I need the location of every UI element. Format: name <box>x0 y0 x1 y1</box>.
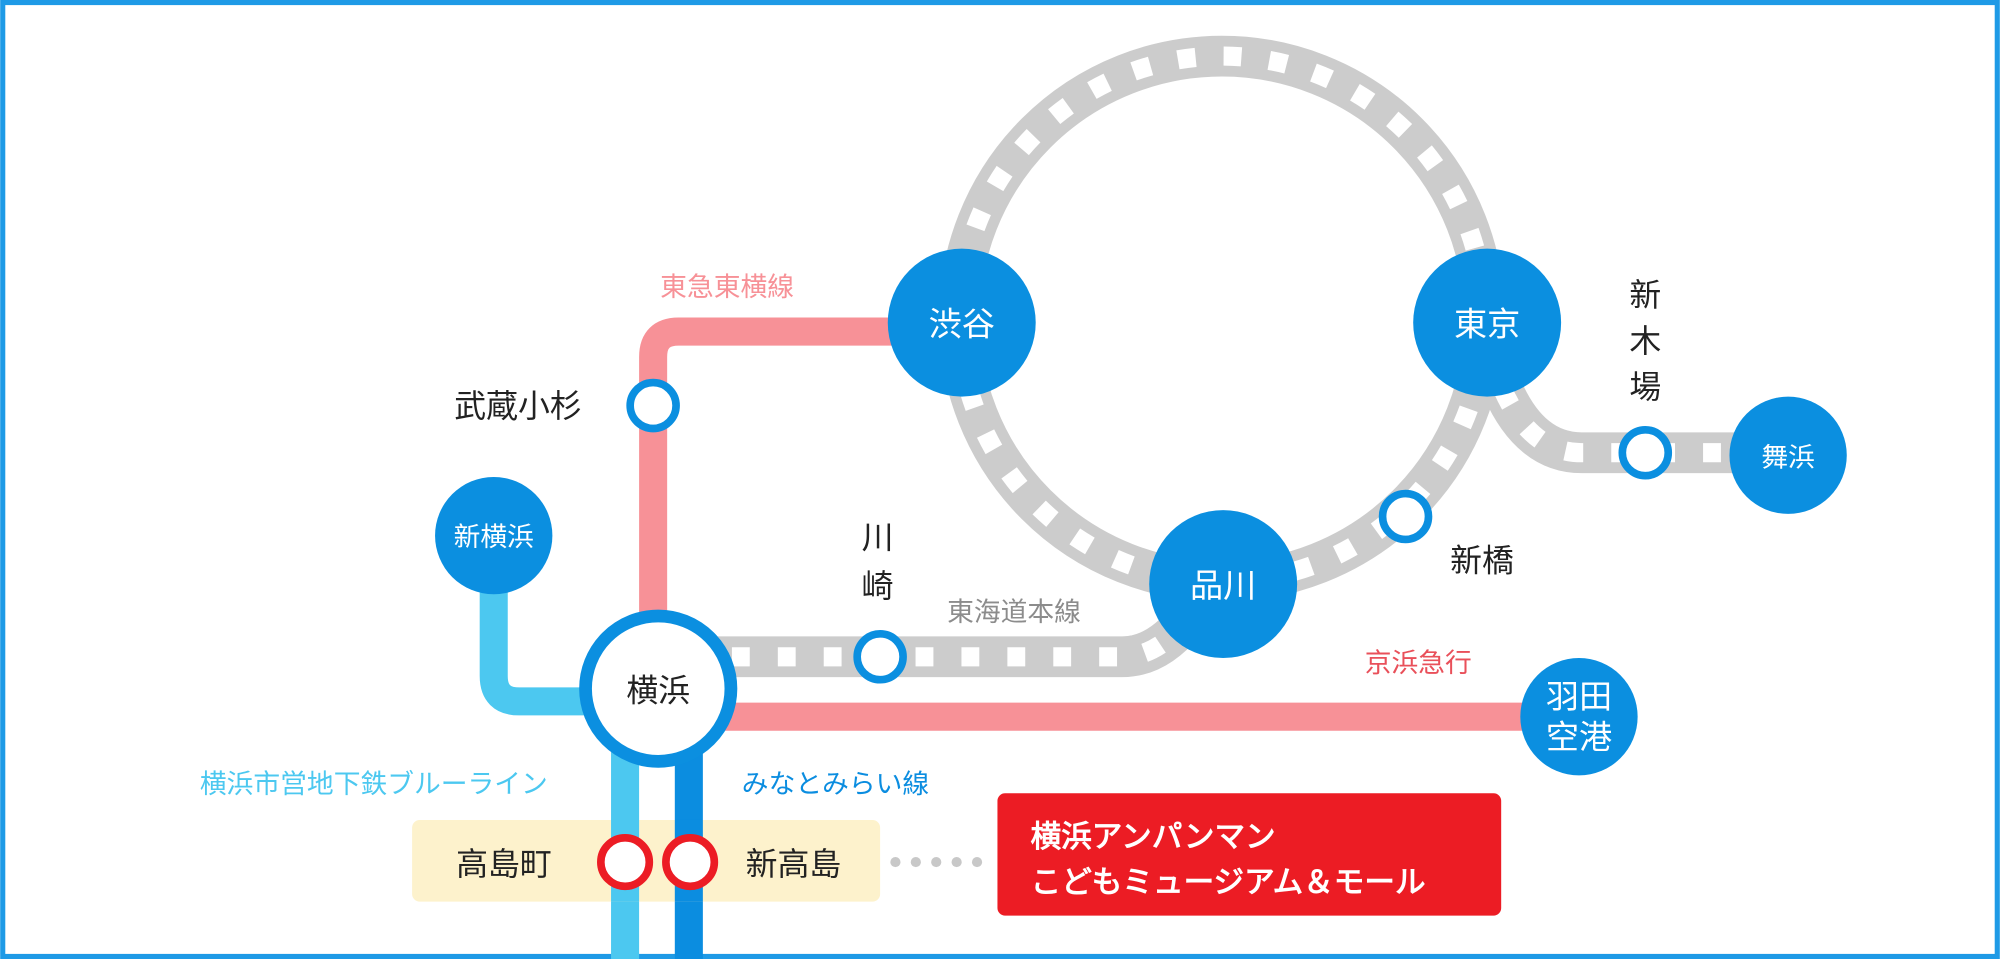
svg-text:新: 新 <box>1629 276 1661 314</box>
svg-text:新橋: 新橋 <box>1450 541 1514 579</box>
connector-dots <box>890 856 983 868</box>
station-tokyo[interactable]: 東京 <box>1413 248 1562 397</box>
minatomirai-label: みなとみらい線 <box>742 769 929 800</box>
station-shinkiba[interactable]: 新 木 場 <box>1618 276 1673 480</box>
station-haneda-airport[interactable]: 羽田 空港 <box>1520 658 1638 776</box>
svg-text:品川: 品川 <box>1190 566 1256 605</box>
svg-text:新高島: 新高島 <box>746 845 842 883</box>
svg-text:武蔵小杉: 武蔵小杉 <box>454 387 582 425</box>
svg-text:舞浜: 舞浜 <box>1761 443 1815 474</box>
svg-text:渋谷: 渋谷 <box>929 304 995 343</box>
station-musashi-kosugi[interactable]: 武蔵小杉 <box>454 378 680 433</box>
svg-text:東京: 東京 <box>1454 304 1520 343</box>
destination-line1: 横浜アンパンマン <box>1031 820 1276 855</box>
station-shinagawa[interactable]: 品川 <box>1149 510 1298 659</box>
station-shin-takashima[interactable]: 新高島 <box>662 834 842 891</box>
keikyu-label: 京浜急行 <box>1365 648 1472 679</box>
svg-text:崎: 崎 <box>862 567 894 605</box>
svg-text:高島町: 高島町 <box>456 845 552 883</box>
station-takashimacho[interactable]: 高島町 <box>456 834 654 891</box>
station-maihama[interactable]: 舞浜 <box>1729 396 1847 514</box>
tokyu-toyoko-line <box>639 317 900 638</box>
svg-text:空港: 空港 <box>1546 718 1612 757</box>
svg-text:新横浜: 新横浜 <box>454 522 534 553</box>
destination-line2: こどもミュージアム＆モール <box>1031 866 1426 901</box>
svg-text:羽田: 羽田 <box>1546 677 1612 716</box>
station-kawasaki[interactable]: 川 崎 <box>853 518 907 684</box>
blue-line-label: 横浜市営地下鉄ブルーライン <box>200 769 548 800</box>
destination-box[interactable]: 横浜アンパンマン こどもミュージアム＆モール <box>997 793 1502 916</box>
tokyu-toyoko-label: 東急東横線 <box>660 272 794 303</box>
svg-text:木: 木 <box>1629 322 1661 360</box>
station-shin-yokohama[interactable]: 新横浜 <box>435 476 553 595</box>
station-shibuya[interactable]: 渋谷 <box>887 248 1036 397</box>
svg-text:場: 場 <box>1629 368 1661 406</box>
svg-text:川: 川 <box>862 518 894 556</box>
station-shimbashi[interactable]: 新橋 <box>1378 489 1514 580</box>
jr-keiyo-line <box>1483 380 1761 474</box>
tokaido-label: 東海道本線 <box>947 597 1081 628</box>
station-yokohama[interactable]: 横浜 <box>579 609 738 768</box>
svg-text:横浜: 横浜 <box>626 671 690 709</box>
